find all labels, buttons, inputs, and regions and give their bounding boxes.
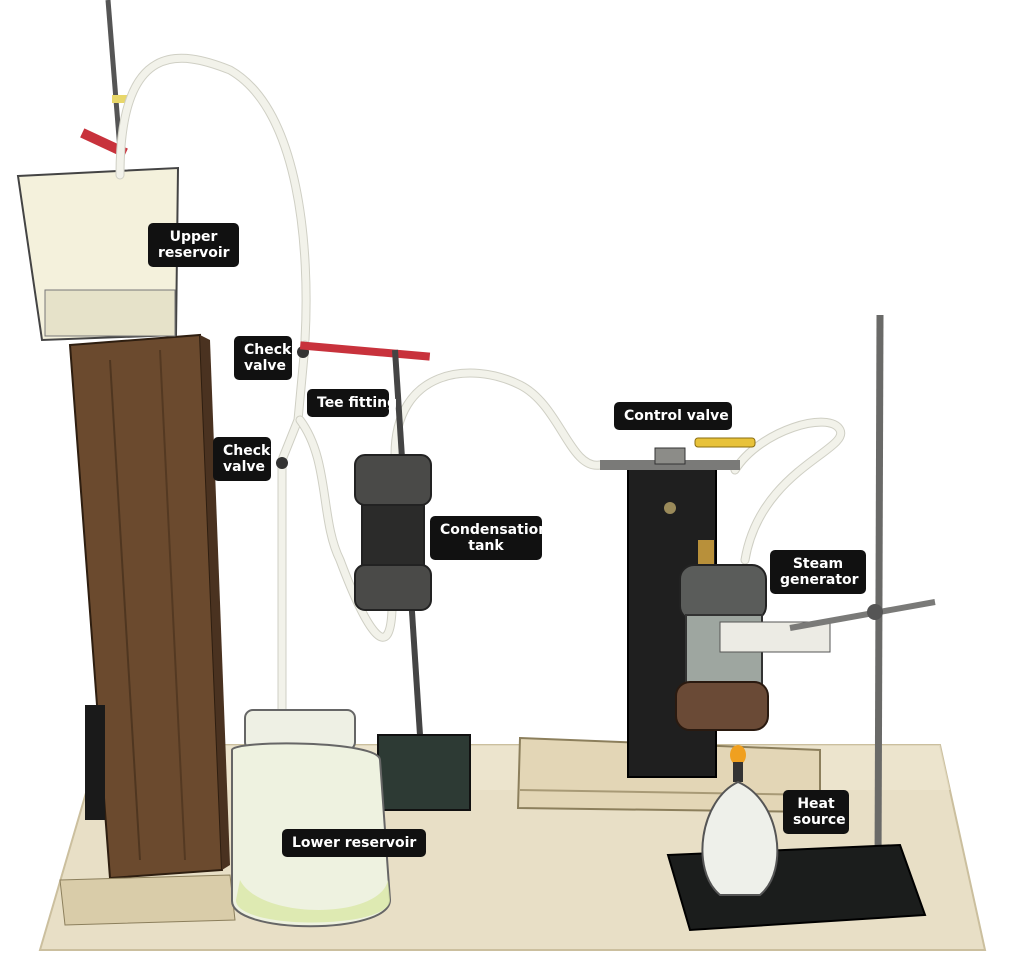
label-heat-source-line1: Heat: [797, 796, 835, 812]
label-upper-reservoir: Upper reservoir: [148, 223, 239, 267]
lower-reservoir-jar: [230, 709, 392, 928]
tubing: [115, 53, 846, 735]
upper-reservoir-jug: [16, 166, 180, 342]
label-steam-generator: Steam generator: [770, 550, 866, 594]
label-upper-reservoir-line1: Upper: [169, 229, 218, 245]
label-heat-source-line2: source: [793, 812, 846, 828]
label-condensation-tank-line1: Condensation: [440, 522, 549, 538]
label-heat-source: Heat source: [783, 790, 849, 834]
control-valve-body: [654, 447, 686, 465]
wooden-block: [59, 333, 236, 926]
label-control-valve-line1: Control valve: [624, 408, 729, 424]
label-tee-fitting: Tee fitting: [307, 389, 398, 417]
label-check-valve-lower-line1: Check: [223, 443, 271, 459]
condensation-tank: [354, 349, 471, 811]
label-check-valve-lower: Check valve: [213, 437, 271, 481]
steam-generator: [675, 540, 831, 731]
heat-source-lamp: [701, 745, 779, 896]
label-lower-reservoir-line1: Lower reservoir: [292, 835, 417, 851]
label-control-valve: Control valve: [614, 402, 732, 430]
label-condensation-tank-line2: tank: [468, 538, 504, 554]
check-valve-lower-fitting: [276, 457, 288, 469]
red-clip-tee: [299, 341, 431, 361]
label-tee-fitting-line1: Tee fitting: [317, 395, 398, 411]
label-upper-reservoir-line2: reservoir: [158, 245, 230, 261]
label-check-valve-top: Check valve: [234, 336, 292, 380]
label-steam-generator-line2: generator: [780, 572, 859, 588]
label-check-valve-lower-line2: valve: [223, 459, 265, 475]
label-steam-generator-line1: Steam: [792, 556, 844, 572]
label-check-valve-top-line1: Check: [244, 342, 292, 358]
label-lower-reservoir: Lower reservoir: [282, 829, 426, 857]
label-check-valve-top-line2: valve: [244, 358, 286, 374]
label-condensation-tank: Condensation tank: [430, 516, 549, 560]
yellow-tie: [112, 95, 132, 103]
red-clip-top: [80, 128, 128, 158]
control-valve-handle: [694, 437, 756, 448]
